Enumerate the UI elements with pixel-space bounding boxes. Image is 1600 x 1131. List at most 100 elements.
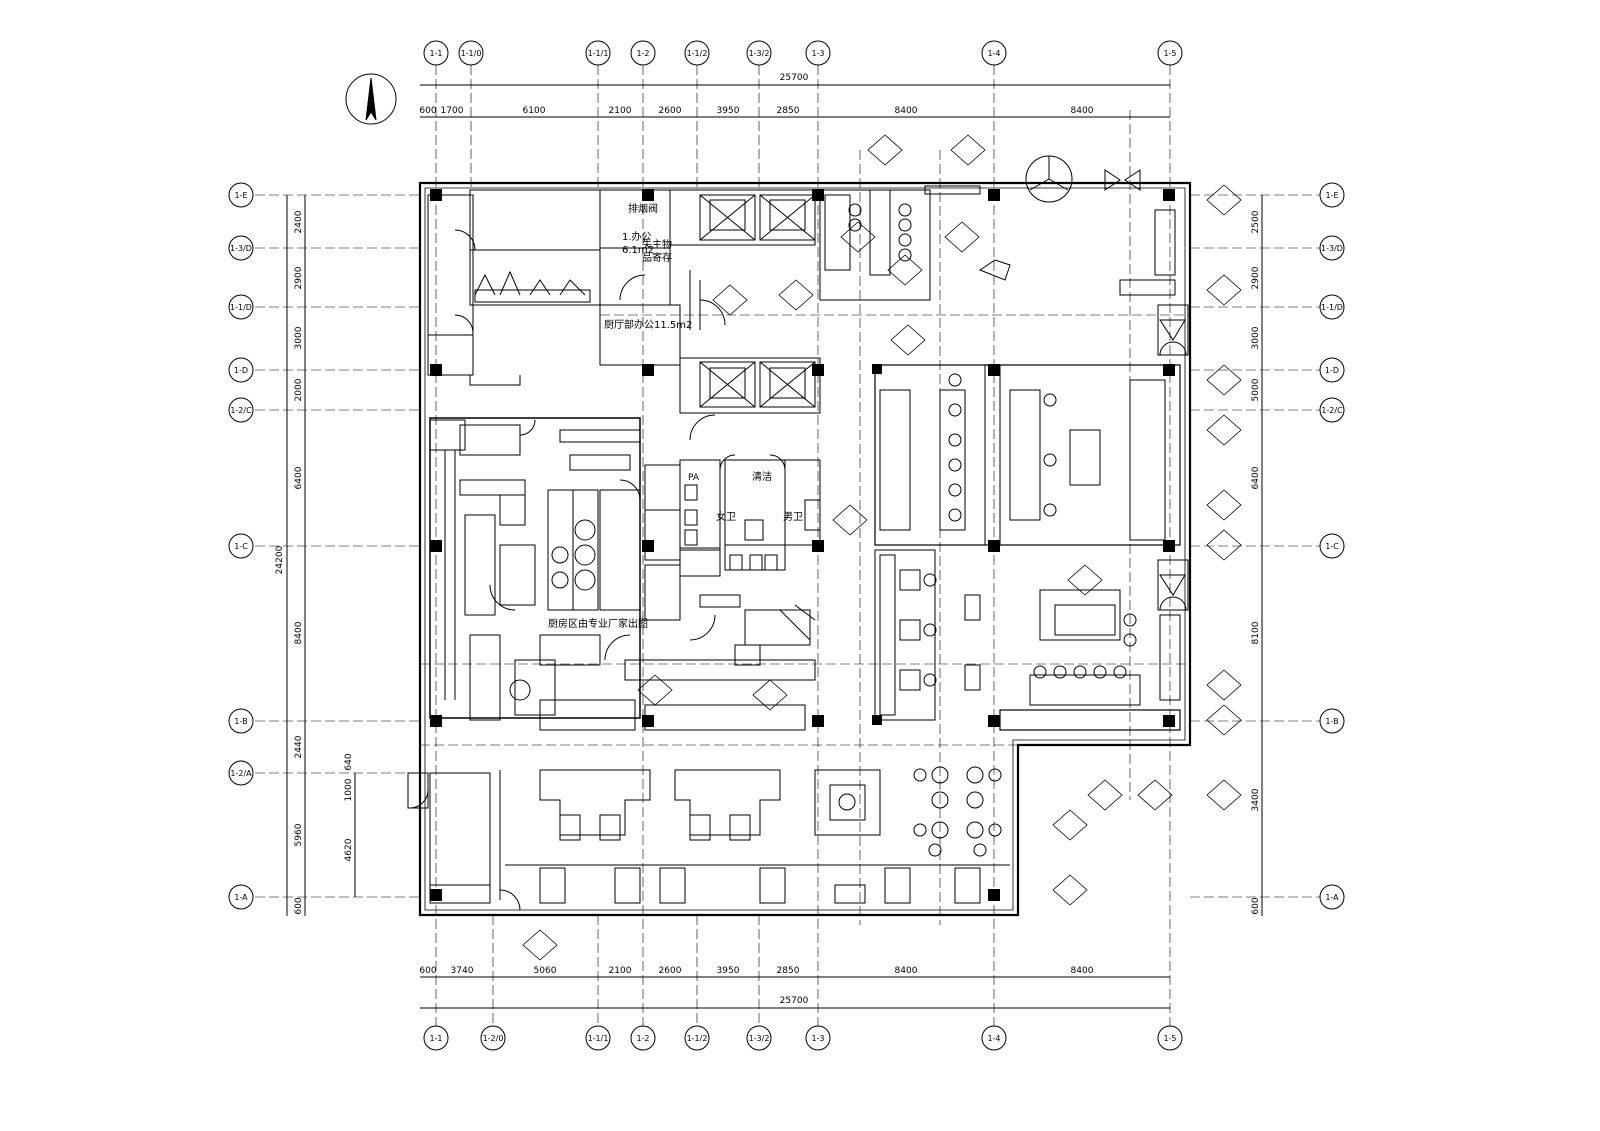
total-width-top: 25700 — [780, 73, 809, 83]
grid-bubble-label: 1-5 — [1163, 49, 1176, 58]
grid-bubble-label: 1-3 — [811, 1034, 824, 1043]
grid-bubble-right: 1-D — [1319, 357, 1345, 383]
grid-bubble-bottom: 1-3 — [805, 1025, 831, 1051]
total-width-bottom: 25700 — [780, 996, 809, 1006]
grid-bubble-label: 1-2 — [636, 49, 649, 58]
grid-bubble-left: 1-1/D — [228, 294, 254, 320]
grid-bubble-bottom: 1-3/2 — [746, 1025, 772, 1051]
grid-bubble-label: 1-C — [1325, 542, 1339, 551]
grid-bubble-right: 1-3/D — [1319, 235, 1345, 261]
grid-bubble-label: 1-2/A — [230, 769, 252, 778]
room-label-storage: 失主物 — [642, 238, 672, 251]
dim-left-label: 2000 — [294, 378, 304, 401]
grid-bubble-bottom: 1-2 — [630, 1025, 656, 1051]
grid-bubble-label: 1-5 — [1163, 1034, 1176, 1043]
grid-bubble-right: 1-A — [1319, 884, 1345, 910]
dim-right-label: 2500 — [1251, 210, 1261, 233]
grid-bubble-label: 1-1/D — [1321, 303, 1343, 312]
dim-left-label: 8400 — [294, 621, 304, 644]
dim-left-label: 3000 — [294, 326, 304, 349]
grid-bubble-label: 1-3/2 — [749, 1034, 770, 1043]
grid-bubble-right: 1-E — [1319, 182, 1345, 208]
dim-bottom-label: 3950 — [717, 966, 740, 976]
grid-bubble-left: 1-3/D — [228, 235, 254, 261]
dim-bottom-label: 8400 — [895, 966, 918, 976]
grid-bubble-left: 1-E — [228, 182, 254, 208]
grid-bubble-label: 1-1/D — [230, 303, 252, 312]
grid-bubble-label: 1-2 — [636, 1034, 649, 1043]
dim-left-inner-label: 1000 — [344, 778, 354, 801]
grid-bubble-top: 1-2 — [630, 40, 656, 66]
grid-bubble-top: 1-4 — [981, 40, 1007, 66]
dim-bottom-label: 5060 — [534, 966, 557, 976]
grid-bubble-label: 1-A — [1325, 893, 1339, 902]
grid-bubble-top: 1-1/2 — [684, 40, 710, 66]
grid-bubble-label: 1-3/D — [1321, 244, 1343, 253]
grid-bubble-right: 1-2/C — [1319, 397, 1345, 423]
dim-left-label: 2400 — [294, 210, 304, 233]
dim-bottom-label: 2850 — [777, 966, 800, 976]
dim-bottom-label: 2100 — [609, 966, 632, 976]
grid-bubble-label: 1-1 — [429, 49, 442, 58]
grid-bubble-left: 1-B — [228, 708, 254, 734]
room-label-office2: 厨厅部办公11.5m2 — [604, 318, 692, 331]
dim-right-label: 600 — [1251, 897, 1261, 914]
grid-bubble-label: 1-D — [234, 366, 248, 375]
grid-bubble-label: 1-2/0 — [483, 1034, 504, 1043]
dim-right-label: 8100 — [1251, 621, 1261, 644]
dim-left-label: 6400 — [294, 466, 304, 489]
room-label-duty-door: 排烟阀 — [628, 202, 658, 215]
north-arrow-icon — [345, 73, 397, 125]
grid-bubble-label: 1-C — [234, 542, 248, 551]
grid-bubble-label: 1-2/C — [1321, 406, 1343, 415]
grid-bubble-left: 1-2/A — [228, 760, 254, 786]
dim-left-label: 2440 — [294, 735, 304, 758]
grid-bubble-left: 1-2/C — [228, 397, 254, 423]
grid-bubble-label: 1-D — [1325, 366, 1339, 375]
grid-bubble-label: 1-2/C — [230, 406, 252, 415]
room-label-male-wc: 男卫 — [783, 511, 803, 523]
dim-top-label: 600 — [419, 106, 436, 116]
grid-bubble-bottom: 1-1/1 — [585, 1025, 611, 1051]
grid-bubble-top: 1-1 — [423, 40, 449, 66]
grid-bubble-right: 1-1/D — [1319, 294, 1345, 320]
grid-bubble-label: 1-3 — [811, 49, 824, 58]
grid-bubble-label: 1-1/1 — [588, 1034, 609, 1043]
grid-bubble-top: 1-3 — [805, 40, 831, 66]
grid-bubble-bottom: 1-1/2 — [684, 1025, 710, 1051]
room-label-office1: 1.办公 — [622, 230, 652, 243]
grid-bubble-bottom: 1-2/0 — [480, 1025, 506, 1051]
dim-right-label: 3400 — [1251, 788, 1261, 811]
grid-bubble-top: 1-1/0 — [458, 40, 484, 66]
room-label-storage2: 品寄存 — [642, 251, 672, 264]
dim-top-label: 8400 — [1071, 106, 1094, 116]
dim-left-label: 5960 — [294, 823, 304, 846]
grid-bubble-label: 1-4 — [987, 49, 1000, 58]
kitchen-note: 厨房区由专业厂家出图 — [548, 617, 648, 630]
dim-top-label: 1700 — [441, 106, 464, 116]
dim-bottom-label: 3740 — [451, 966, 474, 976]
grid-bubble-label: 1-B — [1325, 717, 1338, 726]
section-markers — [522, 134, 1242, 961]
dim-top-label: 2850 — [777, 106, 800, 116]
dim-left-inner-label: 4620 — [344, 838, 354, 861]
dim-right-label: 3000 — [1251, 326, 1261, 349]
grid-bubble-label: 1-1/0 — [461, 49, 482, 58]
grid-bubble-label: 1-E — [1325, 191, 1338, 200]
grid-bubble-top: 1-5 — [1157, 40, 1183, 66]
dim-bottom-label: 8400 — [1071, 966, 1094, 976]
dim-left-label: 2900 — [294, 266, 304, 289]
dim-left-label: 600 — [294, 897, 304, 914]
grid-bubble-left: 1-D — [228, 357, 254, 383]
grid-bubble-label: 1-4 — [987, 1034, 1000, 1043]
grid-bubble-top: 1-1/1 — [585, 40, 611, 66]
dim-top-label: 2600 — [659, 106, 682, 116]
total-height-left: 24200 — [275, 545, 285, 574]
grid-bubble-right: 1-B — [1319, 708, 1345, 734]
grid-bubble-label: 1-3/D — [230, 244, 252, 253]
dim-left-inner-label: 640 — [344, 753, 354, 770]
dim-top-label: 6100 — [523, 106, 546, 116]
grid-bubble-label: 1-A — [234, 893, 248, 902]
grid-bubble-left: 1-C — [228, 533, 254, 559]
